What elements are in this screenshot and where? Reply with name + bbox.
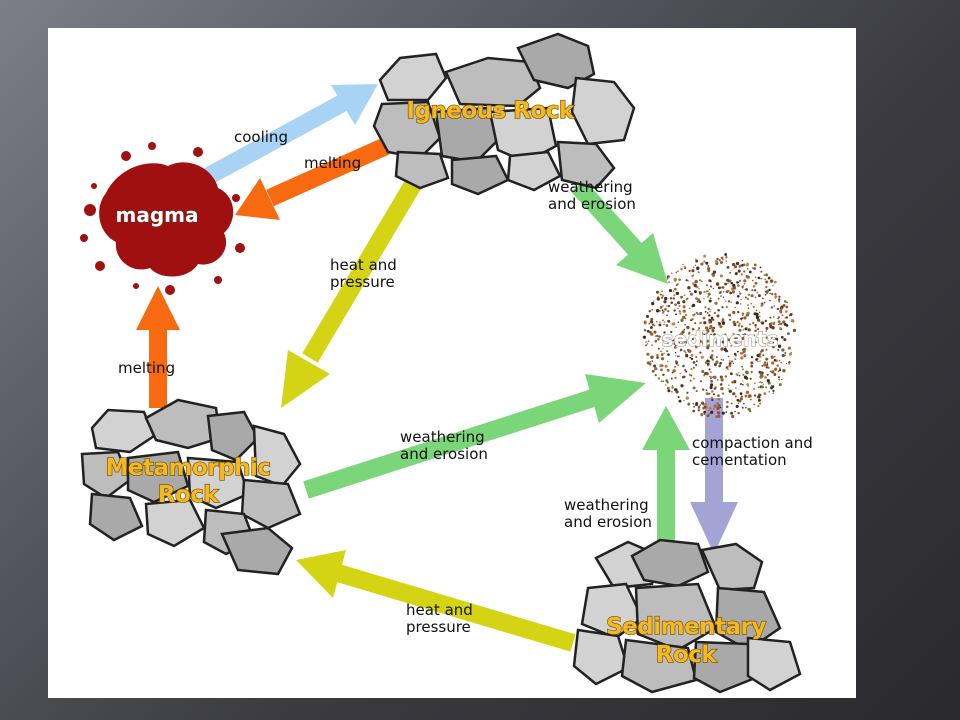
- magma-label: magma: [116, 203, 199, 227]
- igneous-rock-label: Igneous Rock: [406, 98, 575, 124]
- heat-pressure-2-label-line1: heat and: [406, 601, 473, 619]
- weathering-1-label-line1: weathering: [548, 178, 633, 196]
- melting-top-arrow: [235, 137, 390, 220]
- metamorphic-rock-node: Metamorphic Rock: [80, 398, 302, 576]
- heat-pressure-arrow-1: [281, 171, 426, 408]
- heat-pressure-2-label-line2: pressure: [406, 618, 471, 636]
- weathering-3-label-line2: and erosion: [564, 513, 652, 531]
- cooling-label: cooling: [234, 128, 288, 146]
- weathering-2-label-line2: and erosion: [400, 445, 488, 463]
- weathering-2-label-line1: weathering: [400, 428, 485, 446]
- weathering-arrow-3: [642, 406, 690, 548]
- weathering-3-label-line1: weathering: [564, 496, 649, 514]
- rock-cycle-panel: magma Igneous Rock sediments: [48, 28, 856, 698]
- weathering-1-label-line2: and erosion: [548, 195, 636, 213]
- metamorphic-rock-label-line1: Metamorphic: [106, 455, 271, 481]
- metamorphic-rock-label-line2: Rock: [158, 482, 220, 508]
- heat-pressure-1-label-line1: heat and: [330, 256, 397, 274]
- sediments-label: sediments: [662, 327, 779, 351]
- igneous-rock-node: Igneous Rock: [372, 32, 636, 196]
- cooling-arrow: [191, 84, 378, 191]
- weathering-arrow-2: [303, 374, 646, 499]
- heat-pressure-1-label-line2: pressure: [330, 273, 395, 291]
- rock-cycle-diagram: magma Igneous Rock sediments: [80, 32, 813, 694]
- sedimentary-rock-label-line1: Sedimentary: [606, 614, 766, 640]
- melting-top-label: melting: [304, 154, 361, 172]
- melting-left-arrow: [136, 286, 180, 408]
- compaction-arrow: [690, 398, 738, 554]
- compaction-label-line2: cementation: [692, 451, 787, 469]
- magma-node: magma: [80, 142, 245, 295]
- sediments-node: [642, 253, 797, 419]
- sedimentary-rock-node: Sedimentary Rock: [572, 538, 802, 694]
- heat-pressure-arrow-2: [296, 550, 576, 652]
- weathering-arrow-1: [571, 179, 668, 284]
- melting-left-label: melting: [118, 359, 175, 377]
- sedimentary-rock-label-line2: Rock: [656, 642, 718, 668]
- compaction-label-line1: compaction and: [692, 434, 813, 452]
